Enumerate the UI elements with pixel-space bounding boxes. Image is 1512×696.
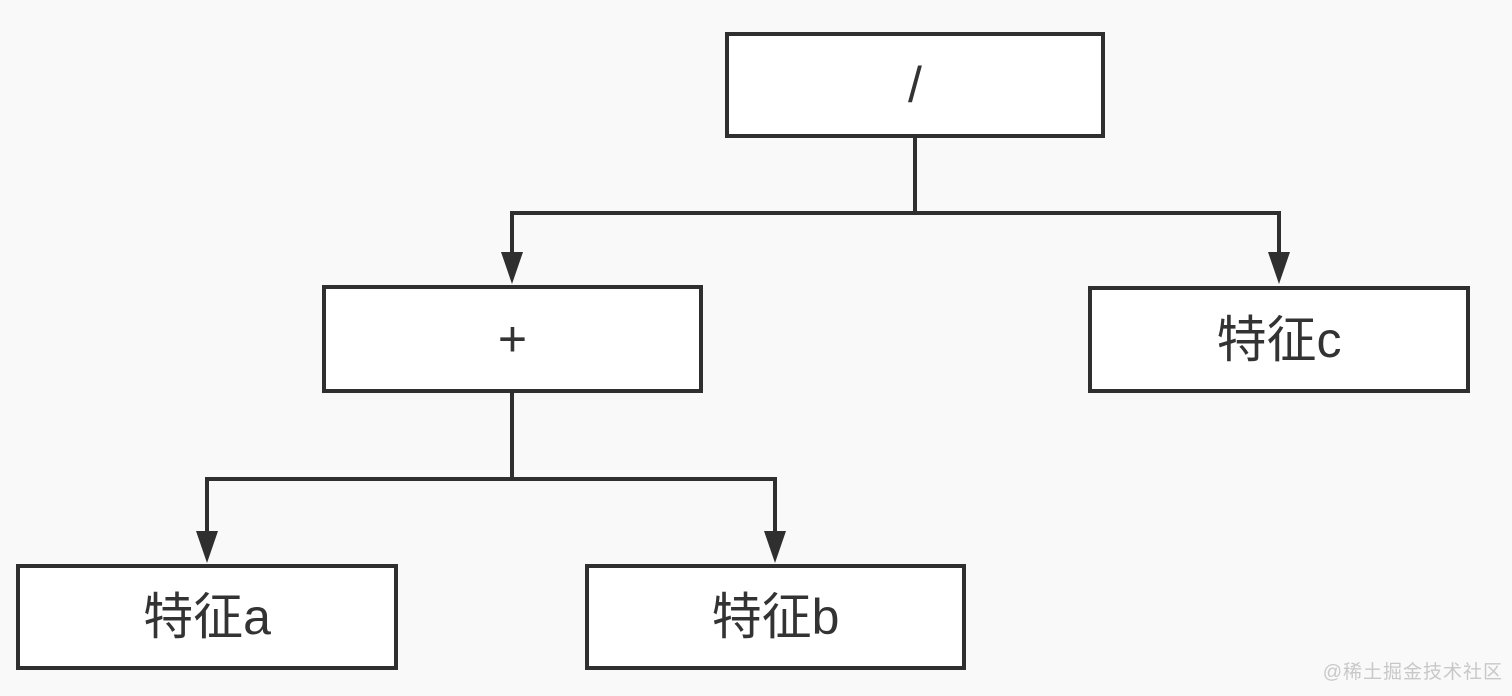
node-feature-a: 特征a (16, 564, 398, 670)
node-plus-label: + (497, 311, 528, 367)
node-feature-c: 特征c (1088, 286, 1470, 393)
watermark-label: @稀土掘金技术社区 (1322, 662, 1503, 683)
arrowhead-to-feature-b (764, 531, 786, 563)
arrowhead-to-plus (501, 252, 523, 284)
node-feature-a-label: 特征a (143, 589, 271, 645)
arrowhead-to-feature-a (196, 531, 218, 563)
node-feature-b-label: 特征b (711, 589, 840, 645)
node-feature-c-label: 特征c (1216, 311, 1342, 368)
node-feature-b: 特征b (585, 564, 966, 670)
watermark: @稀土掘金技术社区 (1323, 657, 1503, 684)
node-root-label: / (908, 57, 922, 113)
arrowhead-to-feature-c (1268, 252, 1290, 284)
node-plus-operator: + (322, 285, 703, 393)
node-root-operator: / (725, 32, 1105, 138)
